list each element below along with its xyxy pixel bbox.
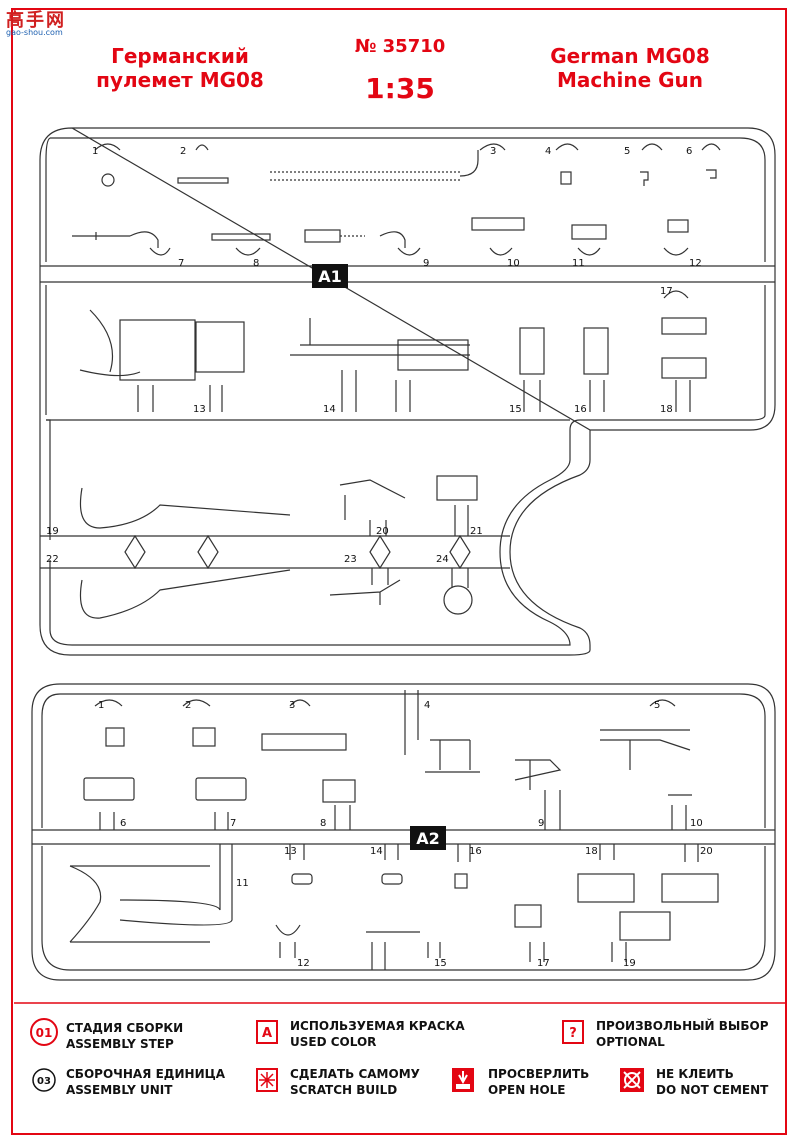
sprue-a2-part-label-1: 1: [98, 700, 104, 711]
sprue-a2-part-label-8: 8: [320, 818, 326, 829]
legend-color-ru: ИСПОЛЬЗУЕМАЯ КРАСКА: [290, 1019, 465, 1033]
scratch-build-icon: [256, 1068, 278, 1092]
sprue-a1-frame: [39, 127, 776, 656]
sprue-a1-part-label-5: 5: [624, 146, 630, 157]
title-russian: Германский пулемет MG08: [70, 44, 290, 92]
sprue-a1-part-label-23: 23: [344, 554, 357, 565]
sprue-a1-part-label-16: 16: [574, 404, 587, 415]
legend-cement-en: DO NOT CEMENT: [656, 1083, 769, 1097]
do-not-cement-icon: [620, 1068, 644, 1092]
sprue-a1-part-label-11: 11: [572, 258, 585, 269]
sprue-a1-part-label-4: 4: [545, 146, 551, 157]
sprue-a2-part-label-7: 7: [230, 818, 236, 829]
open-hole-icon: [452, 1068, 474, 1092]
sprue-a2-part-label-5: 5: [654, 700, 660, 711]
sprue-a2-part-label-19: 19: [623, 958, 636, 969]
used-color-icon-text: A: [262, 1026, 272, 1041]
sprue-a1-part-label-6: 6: [686, 146, 692, 157]
legend-step-ru: СТАДИЯ СБОРКИ: [66, 1021, 184, 1035]
sprue-a1-tag: A1: [318, 267, 342, 286]
legend-scratch-en: SCRATCH BUILD: [290, 1083, 398, 1097]
legend-color-en: USED COLOR: [290, 1035, 377, 1049]
logo-glyphs: 高手网: [6, 10, 66, 31]
sprue-a1-part-label-22: 22: [46, 554, 59, 565]
sprue-a2-part-label-17: 17: [537, 958, 550, 969]
legend-step-en: ASSEMBLY STEP: [66, 1037, 174, 1051]
sprue-a1-part-label-10: 10: [507, 258, 520, 269]
sprue-a2-part-label-4: 4: [424, 700, 430, 711]
assembly-step-icon: 01: [30, 1018, 58, 1046]
legend-scratch-ru: СДЕЛАТЬ САМОМУ: [290, 1067, 420, 1081]
legend-assembly-step: СТАДИЯ СБОРКИ ASSEMBLY STEP: [66, 1020, 183, 1052]
title-english: German MG08 Machine Gun: [520, 44, 740, 92]
sprue-a2-part-label-9: 9: [538, 818, 544, 829]
optional-icon: ?: [562, 1020, 584, 1044]
legend-open-hole: ПРОСВЕРЛИТЬ OPEN HOLE: [488, 1066, 589, 1098]
legend-cement-ru: НЕ КЛЕИТЬ: [656, 1067, 734, 1081]
sprue-a2-part-label-2: 2: [185, 700, 191, 711]
legend-optional-en: OPTIONAL: [596, 1035, 665, 1049]
page-border: [11, 8, 787, 1135]
sprue-a1-part-label-20: 20: [376, 526, 389, 537]
sprue-a1-part-label-2: 2: [180, 146, 186, 157]
sprue-a1-part-label-14: 14: [323, 404, 336, 415]
sprue-a1-tag-box: [312, 264, 348, 288]
sprue-a1-part-label-1: 1: [92, 146, 98, 157]
legend-unit-ru: СБОРОЧНАЯ ЕДИНИЦА: [66, 1067, 226, 1081]
assembly-step-icon-text: 01: [36, 1026, 53, 1040]
assembly-unit-icon: 03: [32, 1068, 56, 1092]
sprue-a2-frame: [31, 683, 776, 981]
legend-optional-ru: ПРОИЗВОЛЬНЫЙ ВЫБОР: [596, 1019, 769, 1033]
sprue-a2-part-label-12: 12: [297, 958, 310, 969]
legend-used-color: ИСПОЛЬЗУЕМАЯ КРАСКА USED COLOR: [290, 1018, 465, 1050]
sprue-a2-part-label-20: 20: [700, 846, 713, 857]
optional-icon-text: ?: [569, 1026, 577, 1041]
used-color-icon: A: [256, 1020, 278, 1044]
sprue-a2-part-label-10: 10: [690, 818, 703, 829]
watermark-logo: 高手网 gao-shou.com: [6, 6, 96, 40]
sprue-a1-part-label-19: 19: [46, 526, 59, 537]
sprue-a2-part-label-16: 16: [469, 846, 482, 857]
sprue-a2-part-label-11: 11: [236, 878, 249, 889]
sprue-a2-part-label-3: 3: [289, 700, 295, 711]
title-en-line1: German MG08: [550, 44, 710, 68]
scale: 1:35: [365, 72, 435, 105]
sprue-a1-part-label-12: 12: [689, 258, 702, 269]
sprue-a1-part-label-15: 15: [509, 404, 522, 415]
title-ru-line2: пулемет MG08: [96, 68, 264, 92]
sprue-a1-part-label-18: 18: [660, 404, 673, 415]
sprue-a2-tag-box: [410, 826, 446, 850]
sprue-a2-part-label-6: 6: [120, 818, 126, 829]
sprue-a2-part-label-18: 18: [585, 846, 598, 857]
title-ru-line1: Германский: [111, 44, 249, 68]
legend-do-not-cement: НЕ КЛЕИТЬ DO NOT CEMENT: [656, 1066, 768, 1098]
sprue-a2-part-label-13: 13: [284, 846, 297, 857]
legend-hole-ru: ПРОСВЕРЛИТЬ: [488, 1067, 590, 1081]
sprue-a1-part-label-7: 7: [178, 258, 184, 269]
sprue-a1-part-label-24: 24: [436, 554, 449, 565]
logo-url: gao-shou.com: [6, 28, 63, 37]
sprue-a1-part-label-8: 8: [253, 258, 259, 269]
legend-optional: ПРОИЗВОЛЬНЫЙ ВЫБОР OPTIONAL: [596, 1018, 769, 1050]
sprue-a2-part-label-14: 14: [370, 846, 383, 857]
sprue-a1-part-label-9: 9: [423, 258, 429, 269]
sprue-a2-tag: A2: [416, 829, 440, 848]
sprue-a1-part-label-3: 3: [490, 146, 496, 157]
sprue-a1-part-label-17: 17: [660, 286, 673, 297]
title-en-line2: Machine Gun: [556, 68, 703, 92]
sprue-a1-part-label-21: 21: [470, 526, 483, 537]
legend-hole-en: OPEN HOLE: [488, 1083, 566, 1097]
legend-unit-en: ASSEMBLY UNIT: [66, 1083, 173, 1097]
sprue-a2-part-label-15: 15: [434, 958, 447, 969]
legend-scratch-build: СДЕЛАТЬ САМОМУ SCRATCH BUILD: [290, 1066, 420, 1098]
sprue-a1-part-label-13: 13: [193, 404, 206, 415]
assembly-unit-icon-text: 03: [37, 1076, 51, 1087]
catalog-number: № 35710: [354, 36, 446, 57]
legend-assembly-unit: СБОРОЧНАЯ ЕДИНИЦА ASSEMBLY UNIT: [66, 1066, 225, 1098]
